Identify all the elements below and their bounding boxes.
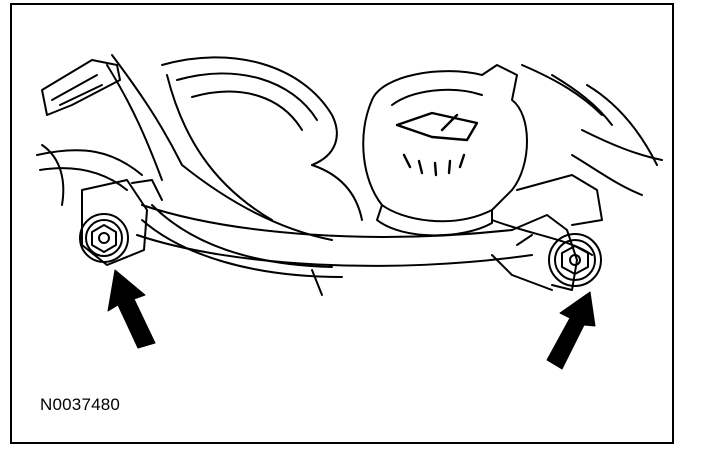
arrow-up-right-icon	[107, 269, 156, 349]
right-structure	[491, 64, 663, 256]
figure-id-label: N0037480	[40, 395, 121, 414]
pump-body	[141, 56, 363, 278]
right-bolt-bracket	[511, 214, 578, 291]
washer-fluid-symbol-icon	[395, 111, 479, 177]
washer-reservoir	[362, 64, 528, 237]
left-bracket-structure	[36, 54, 183, 206]
left-bolt	[79, 213, 129, 263]
diagram-frame	[10, 3, 674, 444]
service-illustration	[36, 54, 663, 370]
right-bolt	[548, 233, 602, 287]
cross-member	[136, 204, 553, 296]
arrow-up-right-icon	[546, 291, 596, 370]
